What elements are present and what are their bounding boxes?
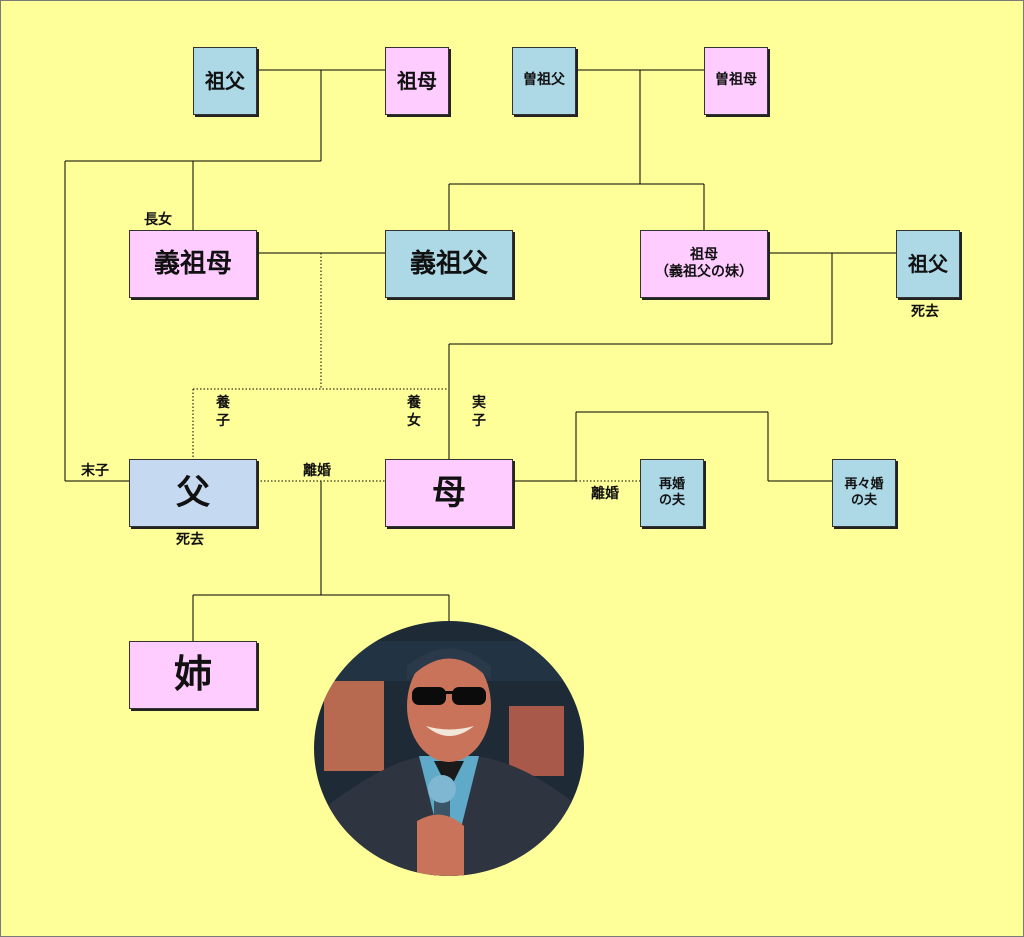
third-marriage-husband-label: 再々婚 の夫 bbox=[844, 476, 884, 508]
adoptive-grandfather-label: 義祖父 bbox=[409, 248, 488, 279]
great-grandfather-label: 曽祖父 bbox=[523, 72, 565, 89]
mother-label: 母 bbox=[432, 472, 466, 513]
remarriage-husband-box: 再婚 の夫 bbox=[640, 459, 704, 527]
adoptive-grandfather-box: 義祖父 bbox=[385, 230, 513, 298]
youngest-son-label: 末子 bbox=[81, 463, 109, 479]
adoptive-grandmother-box: 義祖母 bbox=[129, 230, 257, 298]
grandfather-maternal-box: 祖父 bbox=[896, 230, 960, 298]
great-grandmother-label: 曽祖母 bbox=[715, 72, 757, 89]
adoptive-grandmother-label: 義祖母 bbox=[153, 248, 232, 279]
father-box: 父 bbox=[129, 459, 257, 527]
grandmother-maternal-label: 祖母 （義祖父の妹） bbox=[655, 246, 753, 281]
grandmother-paternal-box: 祖母 bbox=[385, 47, 449, 115]
grandmother-paternal-label: 祖母 bbox=[397, 68, 437, 93]
third-marriage-husband-box: 再々婚 の夫 bbox=[832, 459, 896, 527]
portrait-illustration bbox=[314, 621, 584, 876]
sister-box: 姉 bbox=[129, 641, 257, 709]
eldest-daughter-label: 長女 bbox=[144, 212, 172, 228]
grandfather-maternal-label: 祖父 bbox=[908, 251, 948, 276]
father-label: 父 bbox=[176, 472, 210, 513]
grandfather-paternal-label: 祖父 bbox=[205, 68, 245, 93]
biological-child-label: 実 子 bbox=[472, 395, 486, 430]
grandfather-deceased-label: 死去 bbox=[911, 304, 939, 320]
grandfather-paternal-box: 祖父 bbox=[193, 47, 257, 115]
adopted-son-label: 養 子 bbox=[216, 395, 230, 430]
remarriage-husband-label: 再婚 の夫 bbox=[658, 476, 685, 508]
mother-box: 母 bbox=[385, 459, 513, 527]
divorce-label: 離婚 bbox=[303, 463, 331, 479]
divorce-remarriage-label: 離婚 bbox=[591, 486, 619, 502]
sister-label: 姉 bbox=[173, 652, 212, 697]
great-grandfather-box: 曽祖父 bbox=[512, 47, 576, 115]
father-deceased-label: 死去 bbox=[176, 532, 204, 548]
grandmother-maternal-box: 祖母 （義祖父の妹） bbox=[640, 230, 768, 298]
adopted-daughter-label: 養 女 bbox=[407, 395, 421, 430]
person-portrait-photo bbox=[314, 621, 584, 876]
great-grandmother-box: 曽祖母 bbox=[704, 47, 768, 115]
